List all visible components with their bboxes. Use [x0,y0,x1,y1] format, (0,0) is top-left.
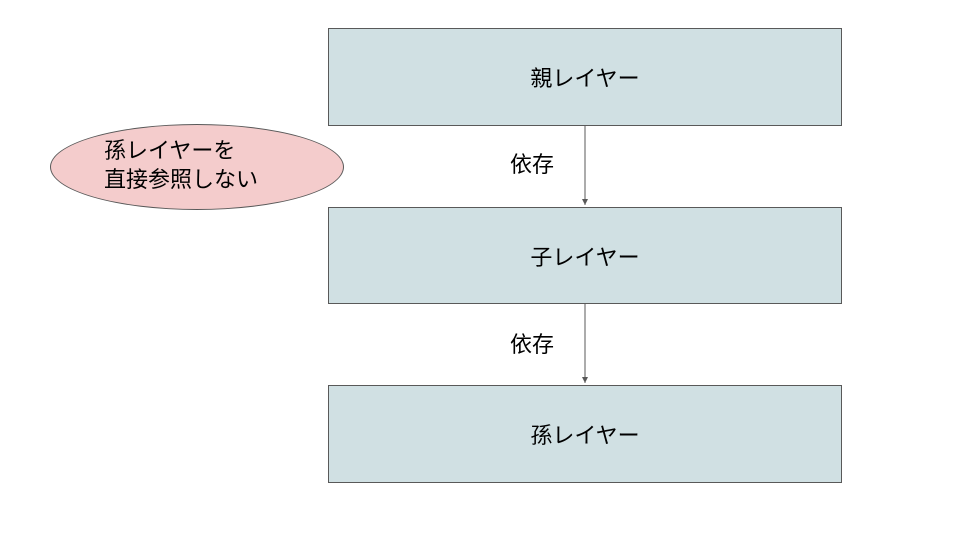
child-layer-box: 子レイヤー [328,207,842,304]
parent-layer-label: 親レイヤー [530,67,640,92]
dependency-label-2: 依存 [510,333,555,358]
child-layer-label: 子レイヤー [530,245,640,271]
grandchild-layer-box: 孫レイヤー [328,385,842,483]
callout-line-1: 孫レイヤーを [104,139,236,164]
parent-layer-box: 親レイヤー [328,28,842,126]
grandchild-layer-label: 孫レイヤー [530,424,640,449]
callout-text: 孫レイヤーを 直接参照しない [104,137,258,195]
callout-ellipse [50,124,344,210]
dependency-label-1: 依存 [510,153,555,178]
callout-line-2: 直接参照しない [104,168,259,193]
